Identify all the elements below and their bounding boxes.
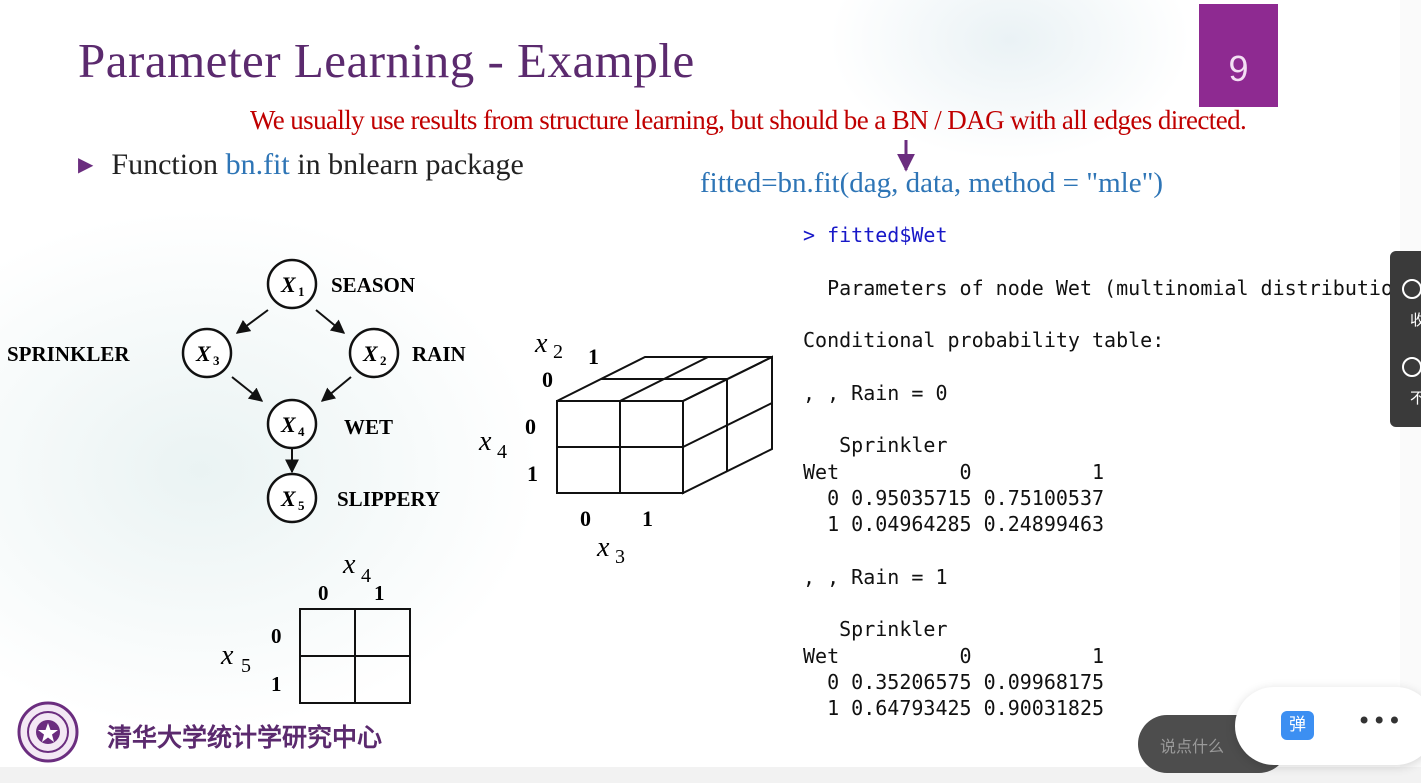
svg-text:X: X bbox=[195, 341, 212, 366]
r-console-output: > fitted$Wet Parameters of node Wet (mul… bbox=[803, 222, 1400, 732]
svg-text:1: 1 bbox=[374, 581, 385, 605]
danmu-toolbar: 弹 ••• bbox=[1235, 687, 1421, 765]
console-line: 0 0.35206575 0.09968175 bbox=[803, 670, 1105, 695]
svg-text:3: 3 bbox=[213, 353, 220, 368]
svg-text:0: 0 bbox=[271, 624, 282, 648]
bullet-triangle-icon: ▶ bbox=[78, 154, 94, 176]
svg-text:0: 0 bbox=[318, 581, 329, 605]
console-line: , , Rain = 1 bbox=[803, 564, 948, 589]
favorite-label[interactable]: 收 bbox=[1410, 311, 1421, 329]
console-line: Conditional probability table: bbox=[803, 328, 1165, 353]
node-label-wet: WET bbox=[344, 415, 393, 439]
more-options-button[interactable]: ••• bbox=[1357, 707, 1403, 735]
node-label-rain: RAIN bbox=[412, 342, 466, 366]
svg-text:0: 0 bbox=[580, 506, 591, 531]
svg-text:0: 0 bbox=[542, 367, 553, 392]
console-command: > fitted$Wet bbox=[803, 223, 948, 247]
console-line: Wet 0 1 bbox=[803, 459, 1105, 484]
console-line: Wet 0 1 bbox=[803, 643, 1105, 668]
svg-text:0: 0 bbox=[525, 414, 536, 439]
svg-text:1: 1 bbox=[588, 344, 599, 369]
svg-text:x: x bbox=[478, 426, 492, 457]
player-bottom-bar bbox=[0, 767, 1421, 783]
cube-labels: x 2 0 1 0 x 4 1 0 1 x 3 bbox=[478, 328, 653, 568]
network-edges bbox=[231, 309, 352, 474]
svg-text:x: x bbox=[534, 328, 548, 359]
console-line: , , Rain = 0 bbox=[803, 380, 948, 405]
node-x4: X 4 WET bbox=[266, 398, 393, 450]
slide-number: 9 bbox=[1199, 4, 1278, 107]
svg-text:x: x bbox=[220, 640, 234, 671]
node-label-season: SEASON bbox=[331, 273, 415, 297]
svg-text:X: X bbox=[280, 486, 297, 511]
svg-text:5: 5 bbox=[241, 655, 251, 677]
grid-labels: x 4 0 1 0 x 5 1 bbox=[220, 549, 385, 696]
svg-text:X: X bbox=[362, 341, 379, 366]
svg-text:X: X bbox=[280, 272, 297, 297]
function-name: bn.fit bbox=[225, 148, 290, 181]
svg-text:4: 4 bbox=[497, 441, 507, 463]
node-x3: X 3 SPRINKLER bbox=[7, 327, 233, 379]
slide: Parameter Learning - Example 9 We usuall… bbox=[0, 0, 1400, 767]
node-x5: X 5 SLIPPERY bbox=[266, 472, 440, 524]
code-line: fitted=bn.fit(dag, data, method = "mle") bbox=[700, 167, 1164, 199]
console-line: Sprinkler bbox=[803, 617, 948, 642]
annotation-note: We usually use results from structure le… bbox=[250, 105, 1247, 135]
svg-text:1: 1 bbox=[642, 506, 653, 531]
console-line: Sprinkler bbox=[803, 433, 948, 458]
dislike-label[interactable]: 不 bbox=[1410, 389, 1421, 407]
console-line: 0 0.95035715 0.75100537 bbox=[803, 485, 1105, 510]
dislike-icon[interactable] bbox=[1402, 357, 1421, 377]
page-title: Parameter Learning - Example bbox=[78, 33, 695, 88]
svg-text:5: 5 bbox=[298, 498, 305, 513]
console-line: Parameters of node Wet (multinomial dist… bbox=[803, 275, 1400, 300]
node-x2: X 2 RAIN bbox=[348, 327, 466, 379]
node-label-slippery: SLIPPERY bbox=[337, 487, 440, 511]
comment-placeholder: 说点什么 bbox=[1160, 737, 1225, 756]
svg-text:1: 1 bbox=[527, 461, 538, 486]
svg-text:2: 2 bbox=[380, 353, 387, 368]
svg-text:4: 4 bbox=[298, 424, 305, 439]
console-line: 1 0.64793425 0.90031825 bbox=[803, 696, 1105, 721]
cpt-grid bbox=[299, 608, 411, 704]
svg-text:1: 1 bbox=[271, 672, 282, 696]
svg-text:x: x bbox=[596, 532, 610, 563]
university-name: 清华大学统计学研究中心 bbox=[107, 725, 383, 752]
svg-text:4: 4 bbox=[361, 565, 371, 587]
console-line: 1 0.04964285 0.24899463 bbox=[803, 512, 1105, 537]
node-label-sprinkler: SPRINKLER bbox=[7, 342, 130, 366]
svg-text:3: 3 bbox=[615, 546, 625, 568]
side-action-panel: 收 不 bbox=[1390, 251, 1421, 427]
bullet-point: ▶ Function bn.fit in bnlearn package bbox=[78, 148, 524, 182]
node-x1: X 1 SEASON bbox=[266, 258, 415, 310]
danmu-toggle-button[interactable]: 弹 bbox=[1281, 711, 1314, 740]
bullet-prefix: Function bbox=[111, 148, 226, 181]
network-diagram: X 1 SEASON X 3 SPRINKLER X 2 RAIN X 4 WE… bbox=[7, 140, 915, 704]
university-seal-icon bbox=[17, 701, 79, 763]
svg-text:X: X bbox=[280, 412, 297, 437]
favorite-icon[interactable] bbox=[1402, 279, 1421, 299]
svg-text:1: 1 bbox=[298, 284, 305, 299]
cpt-cube bbox=[556, 355, 773, 495]
svg-text:2: 2 bbox=[553, 341, 563, 363]
bullet-suffix: in bnlearn package bbox=[289, 148, 524, 181]
svg-text:x: x bbox=[342, 549, 356, 580]
